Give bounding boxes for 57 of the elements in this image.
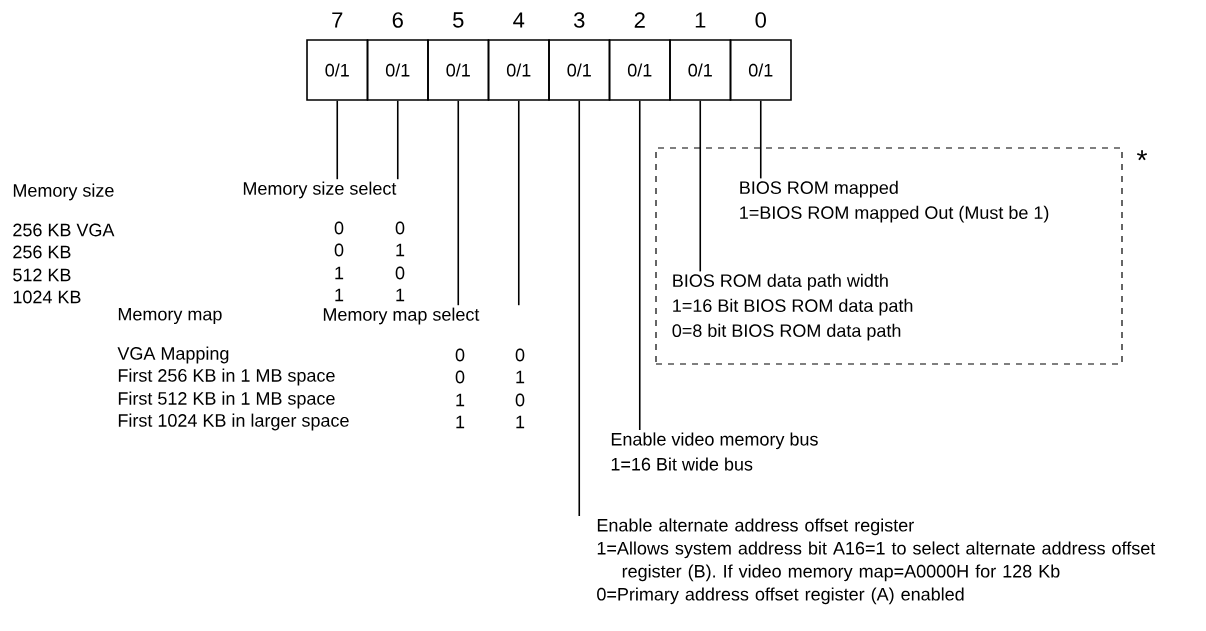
bit-number: 1 [695, 12, 706, 28]
table-cell: 1024 KB [13, 290, 81, 304]
description-text: Enable video memory bus 1=16 Bit wide bus [611, 432, 818, 471]
table-header: Memory map [118, 307, 222, 325]
table-cell: 0 [334, 221, 344, 235]
column-header: Memory size select [243, 181, 397, 199]
table-cell: First 256 KB in 1 MB space [118, 368, 335, 386]
table-cell: VGA Mapping [117, 346, 229, 364]
bit-number: 3 [574, 12, 585, 28]
table-cell: 1 [516, 415, 525, 429]
bit-number: 4 [513, 12, 525, 28]
leader-line [457, 100, 460, 306]
table-cell: 0 [334, 243, 344, 257]
leader-line [578, 100, 581, 517]
leader-line [699, 100, 702, 273]
leader-line [638, 100, 641, 431]
table-cell: 1 [335, 288, 344, 302]
table-cell: 1 [516, 370, 525, 384]
bit-number: 6 [392, 12, 403, 28]
register-cell: 0/1 [366, 39, 429, 101]
table-cell: 1 [396, 243, 405, 257]
table-cell: 256 KB VGA [13, 223, 115, 237]
description-text: Enable alternate address offset register 1=Allows system address bit A16=1 to select alternate address offset register (B). If video memory map=A0000H for 128 Kb 0=Primary address offset register (A) enabled [597, 518, 1156, 605]
table-cell: 0 [515, 393, 525, 407]
description-text: BIOS ROM data path width 1=16 Bit BIOS ROM data path 0=8 bit BIOS ROM data path [672, 273, 913, 341]
register-cell: 0/1 [427, 39, 490, 101]
table-cell: 1 [456, 393, 465, 407]
description-text: BIOS ROM mapped 1=BIOS ROM mapped Out (Must be 1) [740, 180, 1049, 223]
bit-number: 7 [332, 12, 343, 28]
bit-number: 5 [453, 12, 464, 28]
table-cell: First 512 KB in 1 MB space [118, 391, 335, 409]
table-cell: 0 [455, 348, 465, 362]
register-cell: 0/1 [487, 39, 550, 101]
column-header: Memory map select [323, 307, 480, 325]
table-cell: First 1024 KB in larger space [118, 413, 349, 431]
leader-line [396, 100, 399, 180]
bit-number: 2 [634, 12, 645, 28]
leader-line [336, 100, 339, 180]
leader-line [759, 100, 762, 180]
table-cell: 0 [515, 348, 525, 362]
table-cell: 256 KB [13, 245, 71, 259]
table-cell: 0 [455, 370, 465, 384]
register-cell: 0/1 [729, 39, 792, 101]
table-header: Memory size [13, 183, 114, 201]
table-cell: 1 [396, 288, 405, 302]
register-cell: 0/1 [608, 39, 671, 101]
table-cell: 1 [456, 415, 465, 429]
register-cell: 0/1 [669, 39, 732, 101]
table-cell: 1 [335, 266, 344, 280]
asterisk-note: * [1137, 150, 1148, 161]
register-cell: 0/1 [306, 39, 369, 101]
leader-line [517, 100, 520, 306]
table-cell: 0 [395, 221, 405, 235]
bit-number: 0 [755, 12, 766, 28]
table-cell: 0 [395, 266, 405, 280]
table-cell: 512 KB [13, 268, 71, 282]
register-cell: 0/1 [548, 39, 611, 101]
